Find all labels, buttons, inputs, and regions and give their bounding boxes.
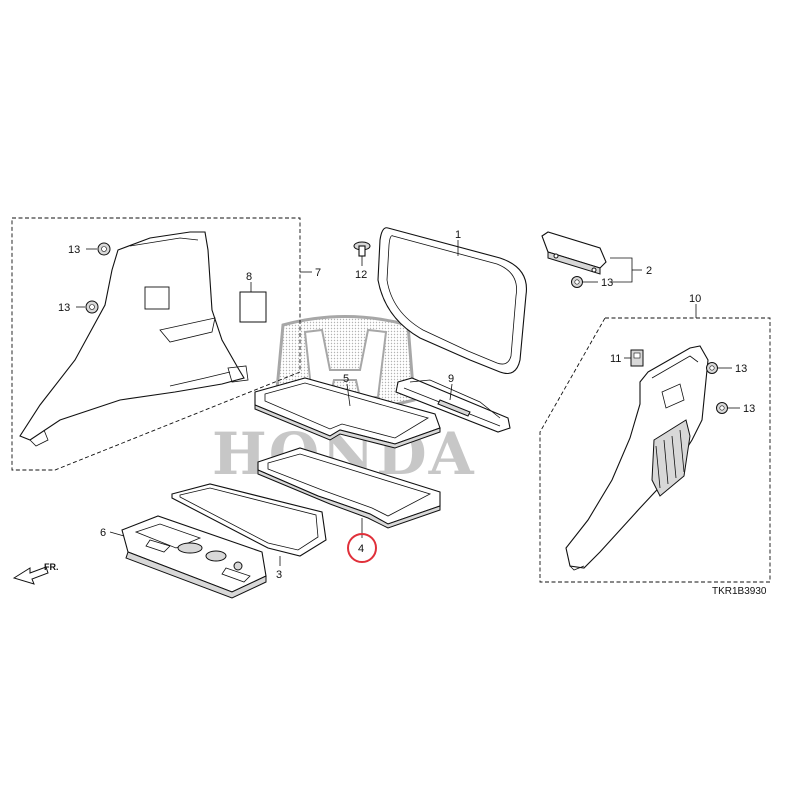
part-7-left-trim xyxy=(19,231,249,447)
callout-13d: 13 xyxy=(735,363,747,375)
clip-nut-13c xyxy=(571,276,583,288)
callout-1: 1 xyxy=(455,229,461,241)
clip-nut-13d xyxy=(706,362,718,374)
part-9-sill-trim xyxy=(395,377,511,433)
clip-nut-13b xyxy=(85,300,99,314)
part-11-clip xyxy=(630,349,644,367)
callout-13c: 13 xyxy=(601,277,613,289)
callout-13e: 13 xyxy=(743,403,755,415)
part-6-tool-tray xyxy=(121,515,267,599)
callout-8: 8 xyxy=(246,271,252,283)
pad-rect xyxy=(144,286,170,310)
part-2-trim-cap xyxy=(541,231,607,275)
callout-13a: 13 xyxy=(68,244,80,256)
callout-4: 4 xyxy=(358,543,364,555)
part-8-pad xyxy=(239,291,267,323)
group-box-10 xyxy=(539,317,771,583)
clip-nut-13a xyxy=(97,242,111,256)
callout-10: 10 xyxy=(689,293,701,305)
callout-12: 12 xyxy=(355,269,367,281)
front-direction-arrow: FR. xyxy=(12,562,59,585)
group-box-7 xyxy=(11,217,301,471)
diagram-code: TKR1B3930 xyxy=(712,586,767,597)
part-3-flat-board xyxy=(171,483,327,557)
clip-nut-13e xyxy=(716,402,728,414)
callout-2: 2 xyxy=(646,265,652,277)
part-4-floor-mat xyxy=(257,447,441,529)
highlight-ring-4 xyxy=(347,533,377,563)
callout-11: 11 xyxy=(610,353,621,365)
callout-7: 7 xyxy=(315,267,321,279)
part-12-clip xyxy=(353,241,371,257)
callout-9: 9 xyxy=(448,373,454,385)
part-5-lid-board xyxy=(254,377,441,449)
part-1-side-panel xyxy=(377,227,528,375)
callout-13b: 13 xyxy=(58,302,70,314)
part-10-right-trim xyxy=(565,345,709,571)
callout-3: 3 xyxy=(276,569,282,581)
front-label: FR. xyxy=(44,562,59,572)
callout-6: 6 xyxy=(100,527,106,539)
callout-5: 5 xyxy=(343,373,349,385)
